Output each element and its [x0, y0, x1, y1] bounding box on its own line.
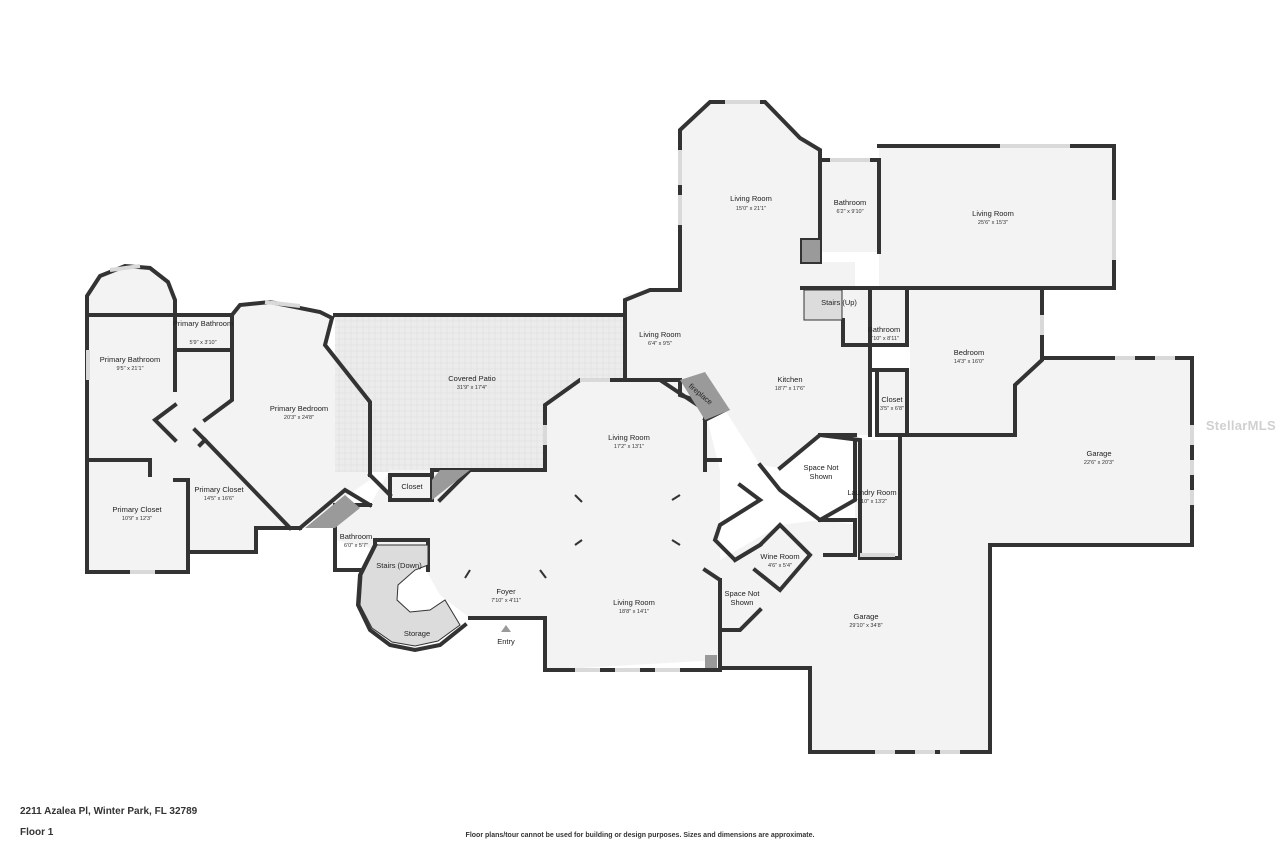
room-primary-closet-left: Primary Closet	[112, 505, 162, 514]
dims-primary-bathroom-small: 5'9" x 3'10"	[189, 340, 216, 346]
dims-living-room-center: 17'2" x 13'1"	[614, 444, 644, 450]
room-bathroom-mid: Bathroom	[868, 325, 901, 334]
room-living-room-center: Living Room	[608, 433, 650, 442]
room-primary-bathroom: Primary Bathroom	[100, 355, 160, 364]
room-covered-patio: Covered Patio	[448, 374, 496, 383]
dims-garage-bottom: 29'10" x 34'8"	[849, 623, 882, 629]
room-bathroom-foyer: Bathroom	[340, 532, 373, 541]
room-primary-closet-mid: Primary Closet	[194, 485, 244, 494]
dims-living-room-right: 25'6" x 15'3"	[978, 220, 1008, 226]
dims-bedroom: 14'3" x 16'0"	[954, 359, 984, 365]
room-bathroom-top: Bathroom	[834, 198, 867, 207]
room-living-room-small: Living Room	[639, 330, 681, 339]
dims-bathroom-mid: 6'10" x 8'11"	[869, 336, 899, 342]
room-entry: Entry	[497, 637, 515, 646]
property-address: 2211 Azalea Pl, Winter Park, FL 32789	[20, 806, 198, 817]
dims-kitchen: 18'7" x 17'6"	[775, 386, 805, 392]
room-labels: Living Room 15'0" x 21'1" Bathroom 6'2" …	[100, 194, 1114, 646]
room-bedroom: Bedroom	[954, 348, 984, 357]
room-laundry-room: Laundry Room	[847, 488, 896, 497]
room-living-room-right: Living Room	[972, 209, 1014, 218]
dims-laundry-room: 7'10" x 13'2"	[857, 499, 887, 505]
dims-covered-patio: 31'9" x 17'4"	[457, 385, 487, 391]
dims-living-room-small: 6'4" x 9'5"	[648, 341, 672, 347]
dims-bathroom-top: 6'2" x 9'10"	[836, 209, 863, 215]
dims-living-room-top: 15'0" x 21'1"	[736, 206, 766, 212]
room-living-room-top: Living Room	[730, 194, 772, 203]
dims-bathroom-foyer: 6'0" x 5'7"	[344, 543, 368, 549]
room-wine-room: Wine Room	[760, 552, 799, 561]
room-foyer: Foyer	[496, 587, 516, 596]
room-closet-kitchen: Closet	[881, 395, 903, 404]
room-stairs-down: Stairs (Down)	[376, 561, 422, 570]
room-garage-right: Garage	[1086, 449, 1111, 458]
dims-primary-closet-left: 10'9" x 12'3"	[122, 516, 152, 522]
disclaimer-text: Floor plans/tour cannot be used for buil…	[465, 832, 815, 839]
dims-closet-kitchen: 3'5" x 6'8"	[880, 406, 904, 412]
dims-primary-bathroom: 9'5" x 21'1"	[116, 366, 143, 372]
room-primary-bedroom: Primary Bedroom	[270, 404, 328, 413]
dims-garage-right: 22'6" x 20'3"	[1084, 460, 1114, 466]
dims-wine-room: 4'6" x 5'4"	[768, 563, 792, 569]
floor-label: Floor 1	[20, 827, 54, 838]
dims-living-room-bottom: 18'8" x 14'1"	[619, 609, 649, 615]
brand-watermark: StellarMLS	[1205, 418, 1276, 433]
room-closet-foyer: Closet	[401, 482, 423, 491]
hatched-areas	[305, 240, 820, 668]
windows	[86, 100, 1194, 754]
dims-primary-closet-mid: 14'5" x 16'6"	[204, 496, 234, 502]
dims-primary-bedroom: 20'3" x 24'8"	[284, 415, 314, 421]
room-stairs-up: Stairs (Up)	[821, 298, 857, 307]
room-living-room-bottom: Living Room	[613, 598, 655, 607]
wall-stubs	[464, 494, 681, 579]
entry-arrow-icon	[501, 625, 511, 632]
room-garage-bottom: Garage	[853, 612, 878, 621]
stairs	[359, 289, 843, 647]
dims-foyer: 7'10" x 4'11"	[491, 598, 521, 604]
room-storage: Storage	[404, 629, 430, 638]
room-primary-bathroom-small: Primary Bathroom	[173, 319, 233, 328]
room-fills	[87, 102, 1192, 752]
room-kitchen: Kitchen	[777, 375, 802, 384]
